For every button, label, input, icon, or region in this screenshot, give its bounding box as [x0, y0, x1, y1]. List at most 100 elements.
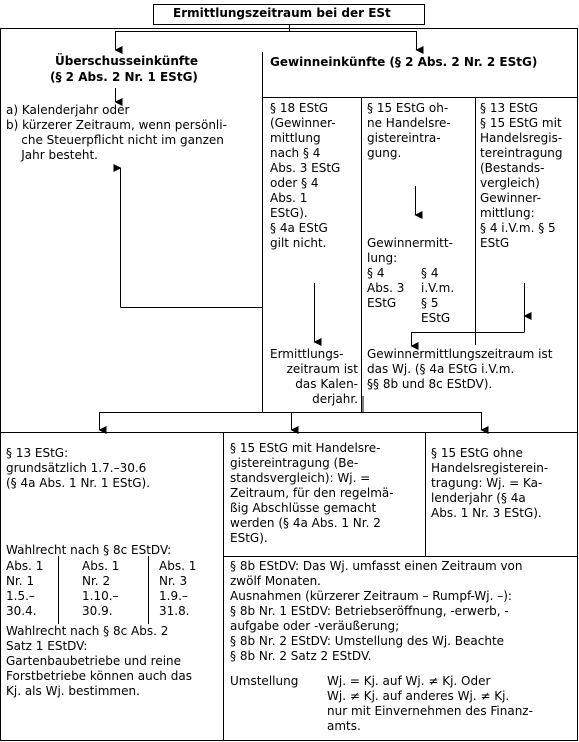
col3-line: EStG [480, 236, 510, 250]
bottom-mid-text: § 15 EStG mit Handelsre- gistereintragun… [230, 441, 394, 546]
ueberschuss-heading-ref: (§ 2 Abs. 2 Nr. 1 EStG) [50, 70, 198, 84]
ueberschuss-item: che Steuerpflicht nicht im ganzen [6, 133, 224, 147]
rules-line: aufgabe oder -veräußerung; [230, 619, 400, 633]
wahlrecht-col-3: Abs. 1 Nr. 3 1.9.– 31.8. [159, 559, 196, 619]
umstellung-line: amts. [327, 719, 361, 733]
wahlrecht2-line: Wahlrecht nach § 8c Abs. 2 [6, 624, 169, 638]
col2-opt-line: EStG [421, 311, 451, 325]
col3-line: Handelsregis- [480, 131, 563, 145]
bottom-right-line: Abs. 1 Nr. 3 EStG). [431, 506, 542, 520]
rules-line: Ausnahmen (kürzerer Zeitraum – Rumpf-Wj.… [230, 589, 512, 603]
col3-line: § 13 EStG [480, 101, 539, 115]
col1-result-line: Ermittlungs- [270, 347, 344, 361]
col1-line: nach § 4 [270, 146, 321, 160]
wj-result-line: §§ 8b und 8c EStDV). [367, 377, 493, 391]
col2-line: ne Handelsre- [367, 116, 451, 130]
ueberschuss-heading: Überschusseinkünfte [55, 54, 198, 68]
bottom-mid-line: werden (§ 4a Abs. 1 Nr. 2 [230, 516, 381, 530]
bottom-left-text: § 13 EStG: grundsätzlich 1.7.–30.6 (§ 4a… [6, 446, 150, 491]
umstellung-label: Umstellung [230, 674, 299, 688]
wahlrecht2-line: Kj. als Wj. bestimmen. [6, 684, 140, 698]
col3-line: Gewinner- [480, 191, 541, 205]
col2-opt-b: § 4 i.V.m. § 5 EStG [421, 266, 454, 326]
rules-line: § 8b Nr. 2 EStDV: Umstellung des Wj. Bea… [230, 634, 505, 648]
wj-result-line: das Wj. (§ 4a EStG i.V.m. [367, 362, 515, 376]
col3-line: vergleich) [480, 176, 540, 190]
col3-line: § 4 i.V.m. § 5 [480, 221, 556, 235]
bottom-right-line: Handelsregisterein- [431, 461, 549, 475]
col3-line: § 15 EStG mit [480, 116, 562, 130]
bottom-mid-line: standsvergleich): Wj. = [230, 471, 371, 485]
umstellung-line: nur mit Einvernehmen des Finanz- [327, 704, 533, 718]
wahlrecht-col-2: Abs. 1 Nr. 2 1.10.– 30.9. [82, 559, 119, 619]
col1-line: Abs. 1 [270, 191, 308, 205]
bottom-left-line: (§ 4a Abs. 1 Nr. 1 EStG). [6, 476, 151, 490]
wj-result: Gewinnermittlungszeitraum ist das Wj. (§… [367, 347, 552, 392]
gewinn-heading: Gewinneinkünfte (§ 2 Abs. 2 Nr. 2 EStG) [270, 55, 538, 69]
col1-line: (Gewinner- [270, 116, 336, 130]
bottom-right-line: tragung: Wj. = Ka- [431, 476, 543, 490]
col1-line: oder § 4 [270, 176, 319, 190]
col1-line: § 18 EStG [270, 101, 329, 115]
col1-line: mittlung [270, 131, 321, 145]
umstellung-text: Wj. = Kj. auf Wj. ≠ Kj. Oder Wj. ≠ Kj. a… [327, 674, 533, 734]
umstellung-line: Wj. ≠ Kj. auf anderes Wj. ≠ Kj. [327, 689, 510, 703]
bottom-mid-line: EStG). [230, 531, 268, 545]
col2-text: § 15 EStG oh- ne Handelsre- gistereintra… [367, 101, 451, 161]
wahlrecht-cell: 30.4. [6, 604, 37, 618]
col1-line: § 4a EStG [270, 221, 328, 235]
wj-result-line: Gewinnermittlungszeitraum ist [367, 347, 553, 361]
wahlrecht-cell: Abs. 1 [6, 559, 44, 573]
col2-gm-line: lung: [367, 251, 398, 265]
col2-line: gung. [367, 146, 402, 160]
wahlrecht-cell: Nr. 2 [82, 574, 111, 588]
page-title: Ermittlungszeitraum bei der ESt [173, 6, 391, 20]
rules-line: zwölf Monaten. [230, 574, 321, 588]
wahlrecht-cell: Nr. 3 [159, 574, 188, 588]
wahlrecht-cell: Abs. 1 [82, 559, 120, 573]
col3-line: (Bestands- [480, 161, 545, 175]
wahlrecht2-line: Gartenbaubetriebe und reine [6, 654, 182, 668]
bottom-right-text: § 15 EStG ohne Handelsregisterein- tragu… [431, 446, 548, 521]
wahlrecht-cell: 30.9. [82, 604, 113, 618]
bottom-mid-line: § 15 EStG mit Handelsre- [230, 441, 381, 455]
ueberschuss-item: a) Kalenderjahr oder [6, 103, 130, 117]
bottom-left-line: grundsätzlich 1.7.–30.6 [6, 461, 147, 475]
wahlrecht-cell: 1.5.– [6, 589, 35, 603]
col2-opt-a: § 4 Abs. 3 EStG [367, 266, 404, 311]
wahlrecht-cell: 31.8. [159, 604, 190, 618]
col1-line: gilt nicht. [270, 236, 327, 250]
col3-line: tereintragung [480, 146, 563, 160]
wahlrecht-title: Wahlrecht nach § 8c EStDV: [6, 543, 172, 557]
ueberschuss-item: Jahr besteht. [6, 148, 98, 162]
wahlrecht2-line: Satz 1 EStDV: [6, 639, 88, 653]
col1-line: Abs. 3 EStG [270, 161, 341, 175]
bottom-left-line: § 13 EStG: [6, 446, 69, 460]
wahlrecht-cell: Nr. 1 [6, 574, 35, 588]
wahlrecht-col-1: Abs. 1 Nr. 1 1.5.– 30.4. [6, 559, 43, 619]
col1-result-line: zeitraum ist [286, 362, 358, 376]
bottom-right-line: lenderjahr (§ 4a [431, 491, 526, 505]
col1-line: EStG). [270, 206, 308, 220]
wahlrecht-cell: 1.10.– [82, 589, 119, 603]
col2-opt-line: i.V.m. [421, 281, 455, 295]
col2-opt-line: § 5 [421, 296, 439, 310]
bottom-mid-line: gistereintragung (Be- [230, 456, 359, 470]
bottom-mid-line: Zeitraum, für den regelmä- [230, 486, 394, 500]
col3-line: mittlung: [480, 206, 535, 220]
umstellung-line: Wj. = Kj. auf Wj. ≠ Kj. Oder [327, 674, 491, 688]
rules-line: § 8b Nr. 1 EStDV: Betriebseröffnung, -er… [230, 604, 509, 618]
col2-gm-line: Gewinnermitt- [367, 236, 453, 250]
bottom-right-line: § 15 EStG ohne [431, 446, 523, 460]
col1-result-line: derjahr. [312, 392, 358, 406]
col2-opt-line: EStG [367, 296, 397, 310]
col2-opt-line: Abs. 3 [367, 281, 405, 295]
ueberschuss-item: b) kürzerer Zeitraum, wenn persönli- [6, 118, 227, 132]
col2-line: § 15 EStG oh- [367, 101, 449, 115]
col1-result-line: das Kalen- [295, 377, 358, 391]
rules-text: § 8b EStDV: Das Wj. umfasst einen Zeitra… [230, 559, 523, 664]
rules-line: § 8b Nr. 2 Satz 2 EStDV. [230, 649, 372, 663]
col3-text: § 13 EStG § 15 EStG mit Handelsregis- te… [480, 101, 563, 251]
wahlrecht-cell: 1.9.– [159, 589, 188, 603]
